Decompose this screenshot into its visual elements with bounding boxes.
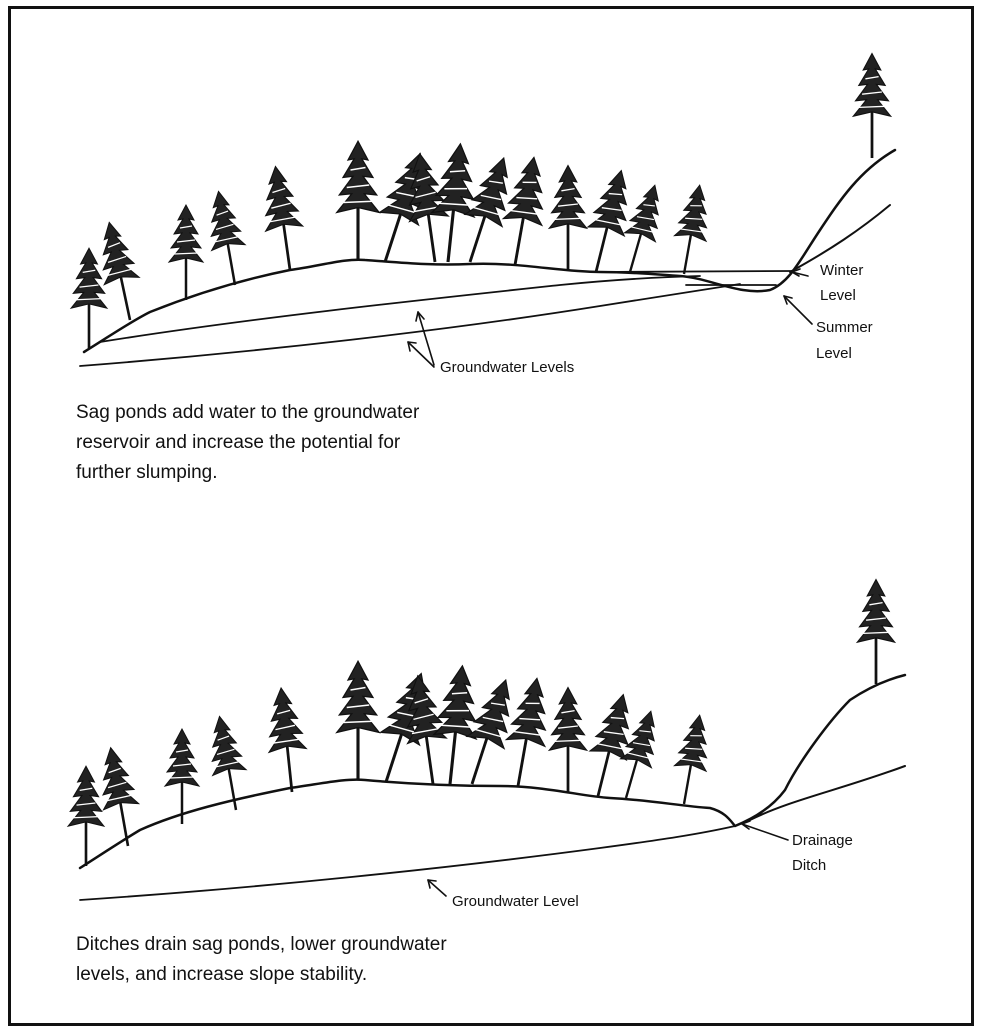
conifer-tree-icon: [69, 52, 893, 350]
bottom-panel: Drainage Ditch Groundwater Level Ditches…: [66, 578, 907, 985]
top-caption-line-2: reservoir and increase the potential for: [76, 432, 401, 453]
summer-label: Summer: [816, 319, 873, 336]
groundwater-level-lower: [79, 283, 741, 367]
groundwater-level-bottom: [79, 825, 736, 901]
top-hill-surface: [82, 148, 897, 354]
winter-label-level: Level: [820, 287, 856, 304]
summer-label-level: Level: [816, 345, 852, 362]
winter-water-line: [599, 270, 793, 273]
ditch-label-2: Ditch: [792, 857, 826, 874]
top-arrows: [407, 268, 813, 368]
top-slope-line: [789, 204, 891, 273]
bottom-caption-line-1: Ditches drain sag ponds, lower groundwat…: [76, 934, 447, 955]
winter-label: Winter: [820, 262, 863, 279]
bottom-hill-surface: [78, 673, 907, 870]
groundwater-levels-label: Groundwater Levels: [440, 359, 574, 376]
top-caption-line-3: further slumping.: [76, 462, 218, 483]
ditch-label: Drainage: [792, 832, 853, 849]
groundwater-level-upper: [99, 275, 701, 343]
top-caption-line-1: Sag ponds add water to the groundwater: [76, 402, 420, 423]
conifer-tree-icon: [66, 578, 897, 868]
bottom-caption-line-2: levels, and increase slope stability.: [76, 964, 367, 985]
top-panel: Winter Level Summer Level Groundwater Le…: [69, 52, 897, 483]
bottom-slope-line: [749, 765, 906, 821]
bottom-arrows: [427, 820, 789, 897]
groundwater-level-label: Groundwater Level: [452, 893, 579, 910]
